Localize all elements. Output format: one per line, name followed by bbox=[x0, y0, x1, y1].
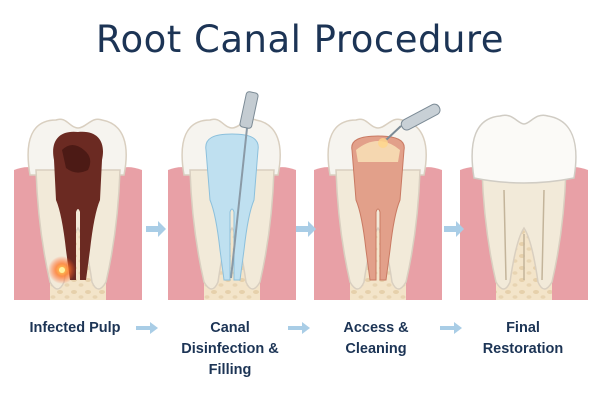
panel-final-restoration bbox=[460, 114, 588, 300]
panel-infected-pulp bbox=[14, 118, 142, 300]
infection-spot bbox=[59, 267, 65, 273]
step-label-access-cleaning: Access &Cleaning bbox=[343, 320, 409, 357]
page-title: Root Canal Procedure bbox=[95, 18, 505, 61]
arrow-icon bbox=[296, 221, 316, 237]
step-label-infected-pulp: Infected Pulp bbox=[29, 320, 121, 336]
disinfected-canal bbox=[205, 133, 259, 281]
arrow-icon bbox=[440, 322, 462, 334]
sealed-canal bbox=[503, 189, 545, 281]
arrow-icon bbox=[146, 221, 166, 237]
arrow-icon bbox=[288, 322, 310, 334]
infected-pulp bbox=[53, 131, 103, 280]
panel-canal-disinfection bbox=[168, 91, 296, 300]
tooth-root bbox=[481, 169, 567, 290]
endodontic-file bbox=[230, 99, 251, 279]
endodontic-file-handle bbox=[239, 91, 259, 129]
decay-texture bbox=[62, 145, 91, 173]
restored-crown bbox=[471, 114, 577, 184]
panel-access-cleaning bbox=[314, 103, 442, 300]
arrow-icon bbox=[444, 221, 464, 237]
dental-drill-icon bbox=[378, 103, 441, 148]
canal-filling bbox=[351, 135, 405, 281]
access-cavity bbox=[356, 141, 400, 162]
arrow-icon bbox=[136, 322, 158, 334]
